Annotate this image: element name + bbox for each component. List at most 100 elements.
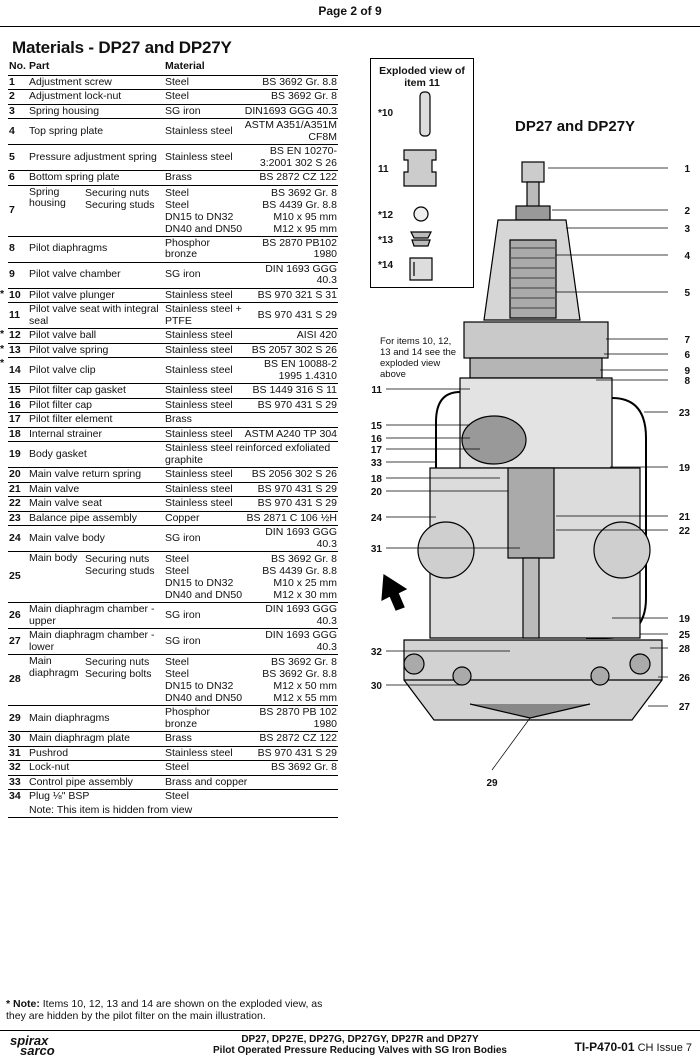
callout-label-right: 26: [679, 673, 691, 684]
sub-part-name: Securing nuts: [85, 656, 150, 668]
exploded-plunger: [419, 91, 431, 137]
callout-label-left: 18: [371, 474, 383, 485]
col-header-part: Part: [28, 60, 164, 76]
part-name-text: Main valve seat: [29, 497, 102, 509]
material: SG iron: [164, 628, 244, 655]
part-name-text: Pilot valve clip: [29, 363, 96, 376]
row-number: 7: [8, 185, 28, 237]
part-name-text: Adjustment screw: [29, 75, 112, 88]
sub-material: Steel: [165, 656, 189, 668]
callout-label-left: 30: [371, 681, 383, 692]
row-number: *10: [0, 288, 28, 303]
callout-label-right: 19: [679, 614, 691, 625]
specification: BS 970 431 S 29: [243, 302, 338, 329]
specification: DIN1693 GGG 40.3: [243, 104, 338, 119]
part-name: Body gasket: [28, 441, 164, 468]
sub-material: DN15 to DN32: [165, 680, 234, 692]
specification: ASTM A351/A351M CF8M: [243, 118, 338, 145]
part-name-text: Pilot valve seat with integral seal: [29, 303, 159, 327]
material: Steel: [165, 790, 189, 802]
material: Stainless steel: [164, 118, 244, 145]
part-name: Main diaphragm plate: [28, 731, 164, 747]
sub-material: DN40 and DN50: [165, 222, 243, 235]
material: Steel: [164, 75, 244, 90]
row-number: *13: [0, 343, 28, 358]
sub-material: Steel: [165, 186, 189, 199]
row-number-text: 5: [9, 150, 15, 163]
row-number: 9: [8, 262, 28, 289]
material: SG iron: [164, 525, 244, 552]
row-number-text: 14: [9, 363, 21, 376]
part-name: Internal strainer: [28, 427, 164, 442]
row-number-text: 33: [9, 775, 21, 788]
material: Brass: [164, 731, 244, 747]
row-number: 32: [8, 760, 28, 776]
row-number-text: 18: [9, 427, 21, 440]
callout-label-left: 24: [371, 513, 383, 524]
specification: BS 2872 CZ 122: [243, 731, 338, 747]
specification: BS EN 10270-3:2001 302 S 26: [243, 144, 338, 171]
footer-title: DP27, DP27E, DP27G, DP27GY, DP27R and DP…: [160, 1034, 560, 1056]
row-note: Note: This item is hidden from view: [28, 803, 338, 818]
part-name-text: Main valve body: [29, 531, 105, 544]
material: Stainless steel: [164, 746, 244, 761]
part-name: Pilot diaphragms: [28, 236, 164, 263]
specification: BS 3692 Gr. 8.8: [243, 75, 338, 90]
sub-part-name: Securing nuts: [85, 186, 150, 199]
part-name-text: Pilot filter element: [29, 413, 113, 425]
col-header-material: Material: [164, 60, 338, 76]
specification: BS 970 321 S 31: [243, 288, 338, 303]
spirax-sarco-logo: spirax sarco: [10, 1034, 55, 1057]
row-number-text: 24: [9, 531, 21, 544]
row-number: 34: [8, 790, 28, 804]
row-number-text: 9: [9, 268, 15, 281]
part-name: Balance pipe assembly: [28, 511, 164, 526]
row-number: 8: [8, 236, 28, 263]
row-number: 24: [8, 525, 28, 552]
material: Stainless steel: [164, 398, 244, 413]
part-name: Adjustment screw: [28, 75, 164, 90]
specification: DIN 1693 GGG 40.3: [243, 602, 338, 629]
row-number-text: 34: [9, 790, 21, 802]
part-name: Bottom spring plate: [28, 170, 164, 186]
row-number: 25: [8, 551, 28, 603]
part-name-text: Bottom spring plate: [29, 171, 120, 183]
part-name: Pilot filter cap: [28, 398, 164, 413]
specification: DIN 1693 GGG 40.3: [243, 525, 338, 552]
part-name: Main diaphragm chamber - lower: [28, 628, 164, 655]
part-group-name: Main body: [29, 552, 78, 564]
row-number-text: 7: [9, 203, 15, 216]
callout-label-right: 6: [684, 350, 690, 361]
part-name-text: Body gasket: [29, 447, 87, 460]
product-title: DP27 and DP27Y: [515, 118, 636, 135]
specification: [243, 412, 338, 428]
callout-label-bottom: 29: [486, 778, 498, 789]
sub-specification: BS 3692 Gr. 8: [271, 553, 337, 565]
specification: BS 970 431 S 29: [243, 482, 338, 497]
row-number: 29: [8, 705, 28, 732]
document-number: TI-P470-01: [574, 1040, 635, 1054]
flow-direction-arrow: [381, 573, 408, 611]
exploded-ball: [413, 206, 429, 222]
footer-title-line-1: DP27, DP27E, DP27G, DP27GY, DP27R and DP…: [241, 1034, 479, 1045]
exploded-view-marker: *: [0, 287, 5, 300]
specification: BS 2870 PB 102 1980: [243, 705, 338, 732]
row-number: 30: [8, 731, 28, 747]
specification: BS 1449 316 S 11: [243, 383, 338, 399]
callout-label-right: 5: [684, 288, 690, 299]
